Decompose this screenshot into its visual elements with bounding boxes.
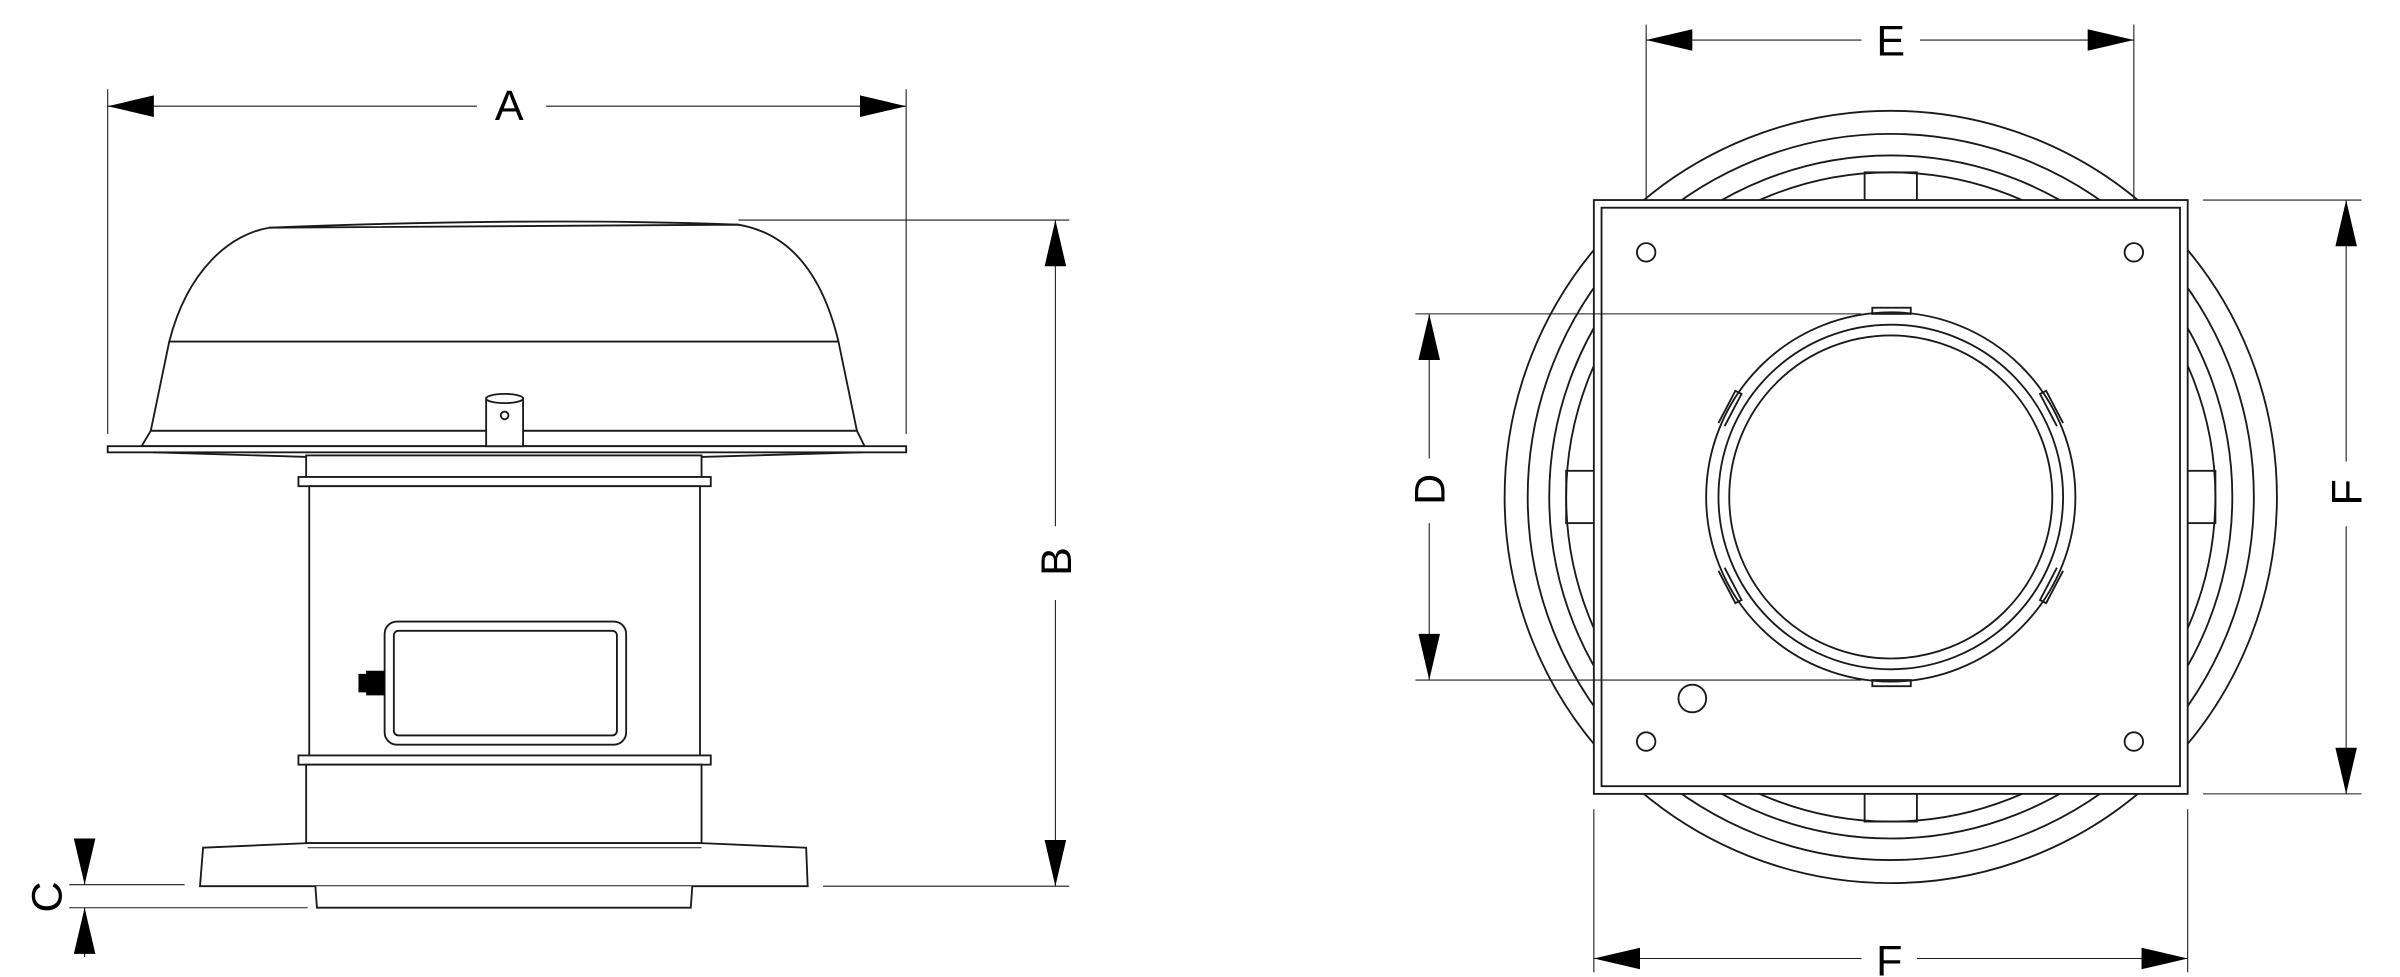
mounting-plate bbox=[1592, 199, 2189, 795]
side-view: A B C bbox=[24, 82, 1081, 957]
hood-flange bbox=[106, 445, 908, 454]
lower-neck bbox=[305, 763, 703, 845]
cable-hole bbox=[1677, 683, 1708, 714]
base-plate bbox=[199, 842, 809, 888]
hood-post bbox=[485, 397, 524, 448]
dimension-f-right-label: F bbox=[2324, 479, 2372, 505]
base-spigot bbox=[314, 886, 694, 909]
dimension-f-bottom-label: F bbox=[1876, 937, 1902, 977]
dimension-c-label: C bbox=[24, 881, 72, 912]
top-view: E D F F bbox=[1407, 17, 2372, 977]
mounting-hole bbox=[1636, 731, 1657, 752]
dimension-e-label: E bbox=[1876, 17, 1905, 65]
upper-band bbox=[297, 476, 712, 488]
mounting-hole bbox=[2123, 731, 2144, 752]
mounting-hole bbox=[2123, 242, 2144, 263]
dimension-a-label: A bbox=[495, 82, 524, 130]
neck bbox=[305, 454, 703, 478]
spigot-outer bbox=[1705, 311, 2077, 683]
lower-band bbox=[297, 754, 712, 766]
cable-gland-icon bbox=[358, 670, 385, 696]
mounting-hole bbox=[1636, 242, 1657, 263]
dimension-d-label: D bbox=[1407, 474, 1455, 505]
spigot-opening bbox=[1728, 334, 2054, 660]
terminal-box bbox=[383, 620, 628, 746]
dimension-b-label: B bbox=[1033, 547, 1081, 576]
